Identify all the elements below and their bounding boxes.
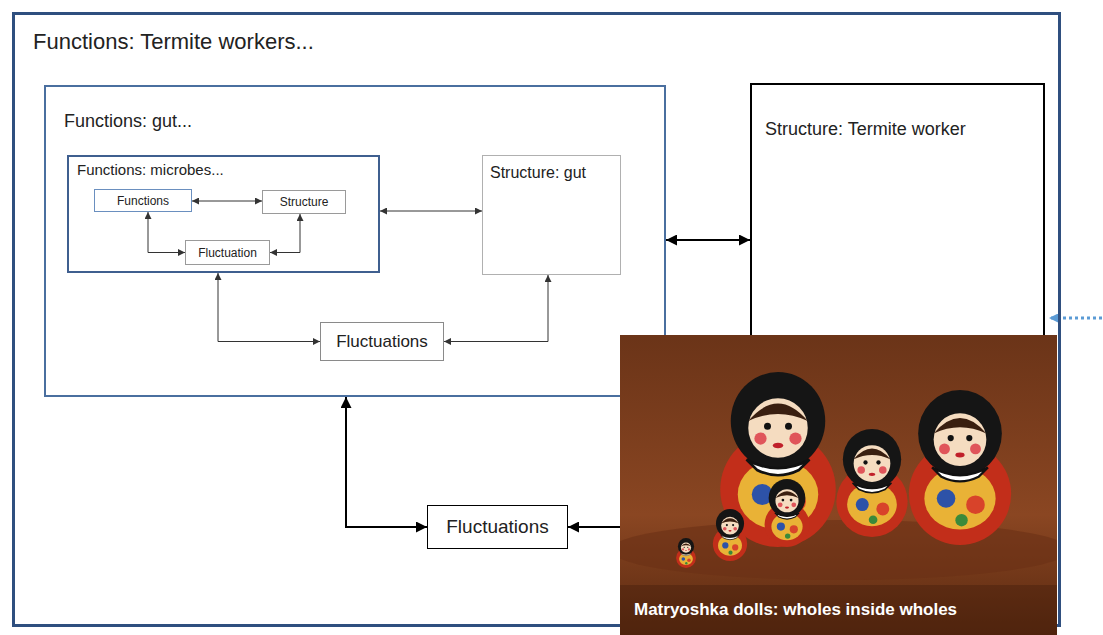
box-title: Functions: gut... — [64, 111, 664, 132]
container-box: Functions: microbes... Functions Structure… — [67, 155, 380, 273]
container-box: Functions: gut...Functions: microbes...F… — [44, 85, 666, 397]
box-title: Structure: Termite worker — [765, 119, 1043, 140]
doll — [713, 509, 747, 561]
photo-caption: Matryoshka dolls: wholes inside wholes — [634, 600, 957, 620]
doll — [765, 479, 810, 547]
photo-background — [620, 335, 1057, 635]
connector-arrow — [346, 397, 427, 527]
doll — [836, 429, 907, 537]
process-box: Fluctuations — [320, 322, 444, 361]
box-title: Structure: gut — [490, 164, 620, 182]
doll — [909, 390, 1011, 545]
caption-shade — [620, 585, 1057, 635]
connector-arrow — [192, 201, 262, 202]
connector-arrow — [218, 273, 320, 342]
box-title: Fluctuations — [446, 516, 548, 538]
container-box: Structure: gut — [482, 155, 621, 275]
connector-arrow — [148, 212, 185, 253]
connector-arrow — [270, 214, 300, 253]
process-box: Fluctuation — [185, 240, 270, 265]
process-box: Structure — [262, 190, 346, 214]
doll-photo: Matryoshka dolls: wholes inside wholes — [620, 335, 1057, 635]
dotted-arrow — [1049, 317, 1102, 320]
connector-arrow — [444, 275, 548, 342]
doll — [676, 538, 696, 568]
box-title: Structure — [280, 195, 329, 209]
process-box: Functions — [94, 189, 192, 212]
doll-illustration — [620, 335, 1057, 635]
box-title: Functions: Termite workers... — [33, 29, 1058, 55]
box-title: Functions — [117, 194, 169, 208]
box-title: Fluctuations — [336, 332, 428, 352]
connector-arrow — [380, 211, 482, 212]
box-title: Fluctuation — [198, 246, 257, 260]
box-title: Functions: microbes... — [77, 161, 378, 178]
connector-arrow — [666, 239, 750, 241]
process-box: Fluctuations — [427, 505, 568, 549]
